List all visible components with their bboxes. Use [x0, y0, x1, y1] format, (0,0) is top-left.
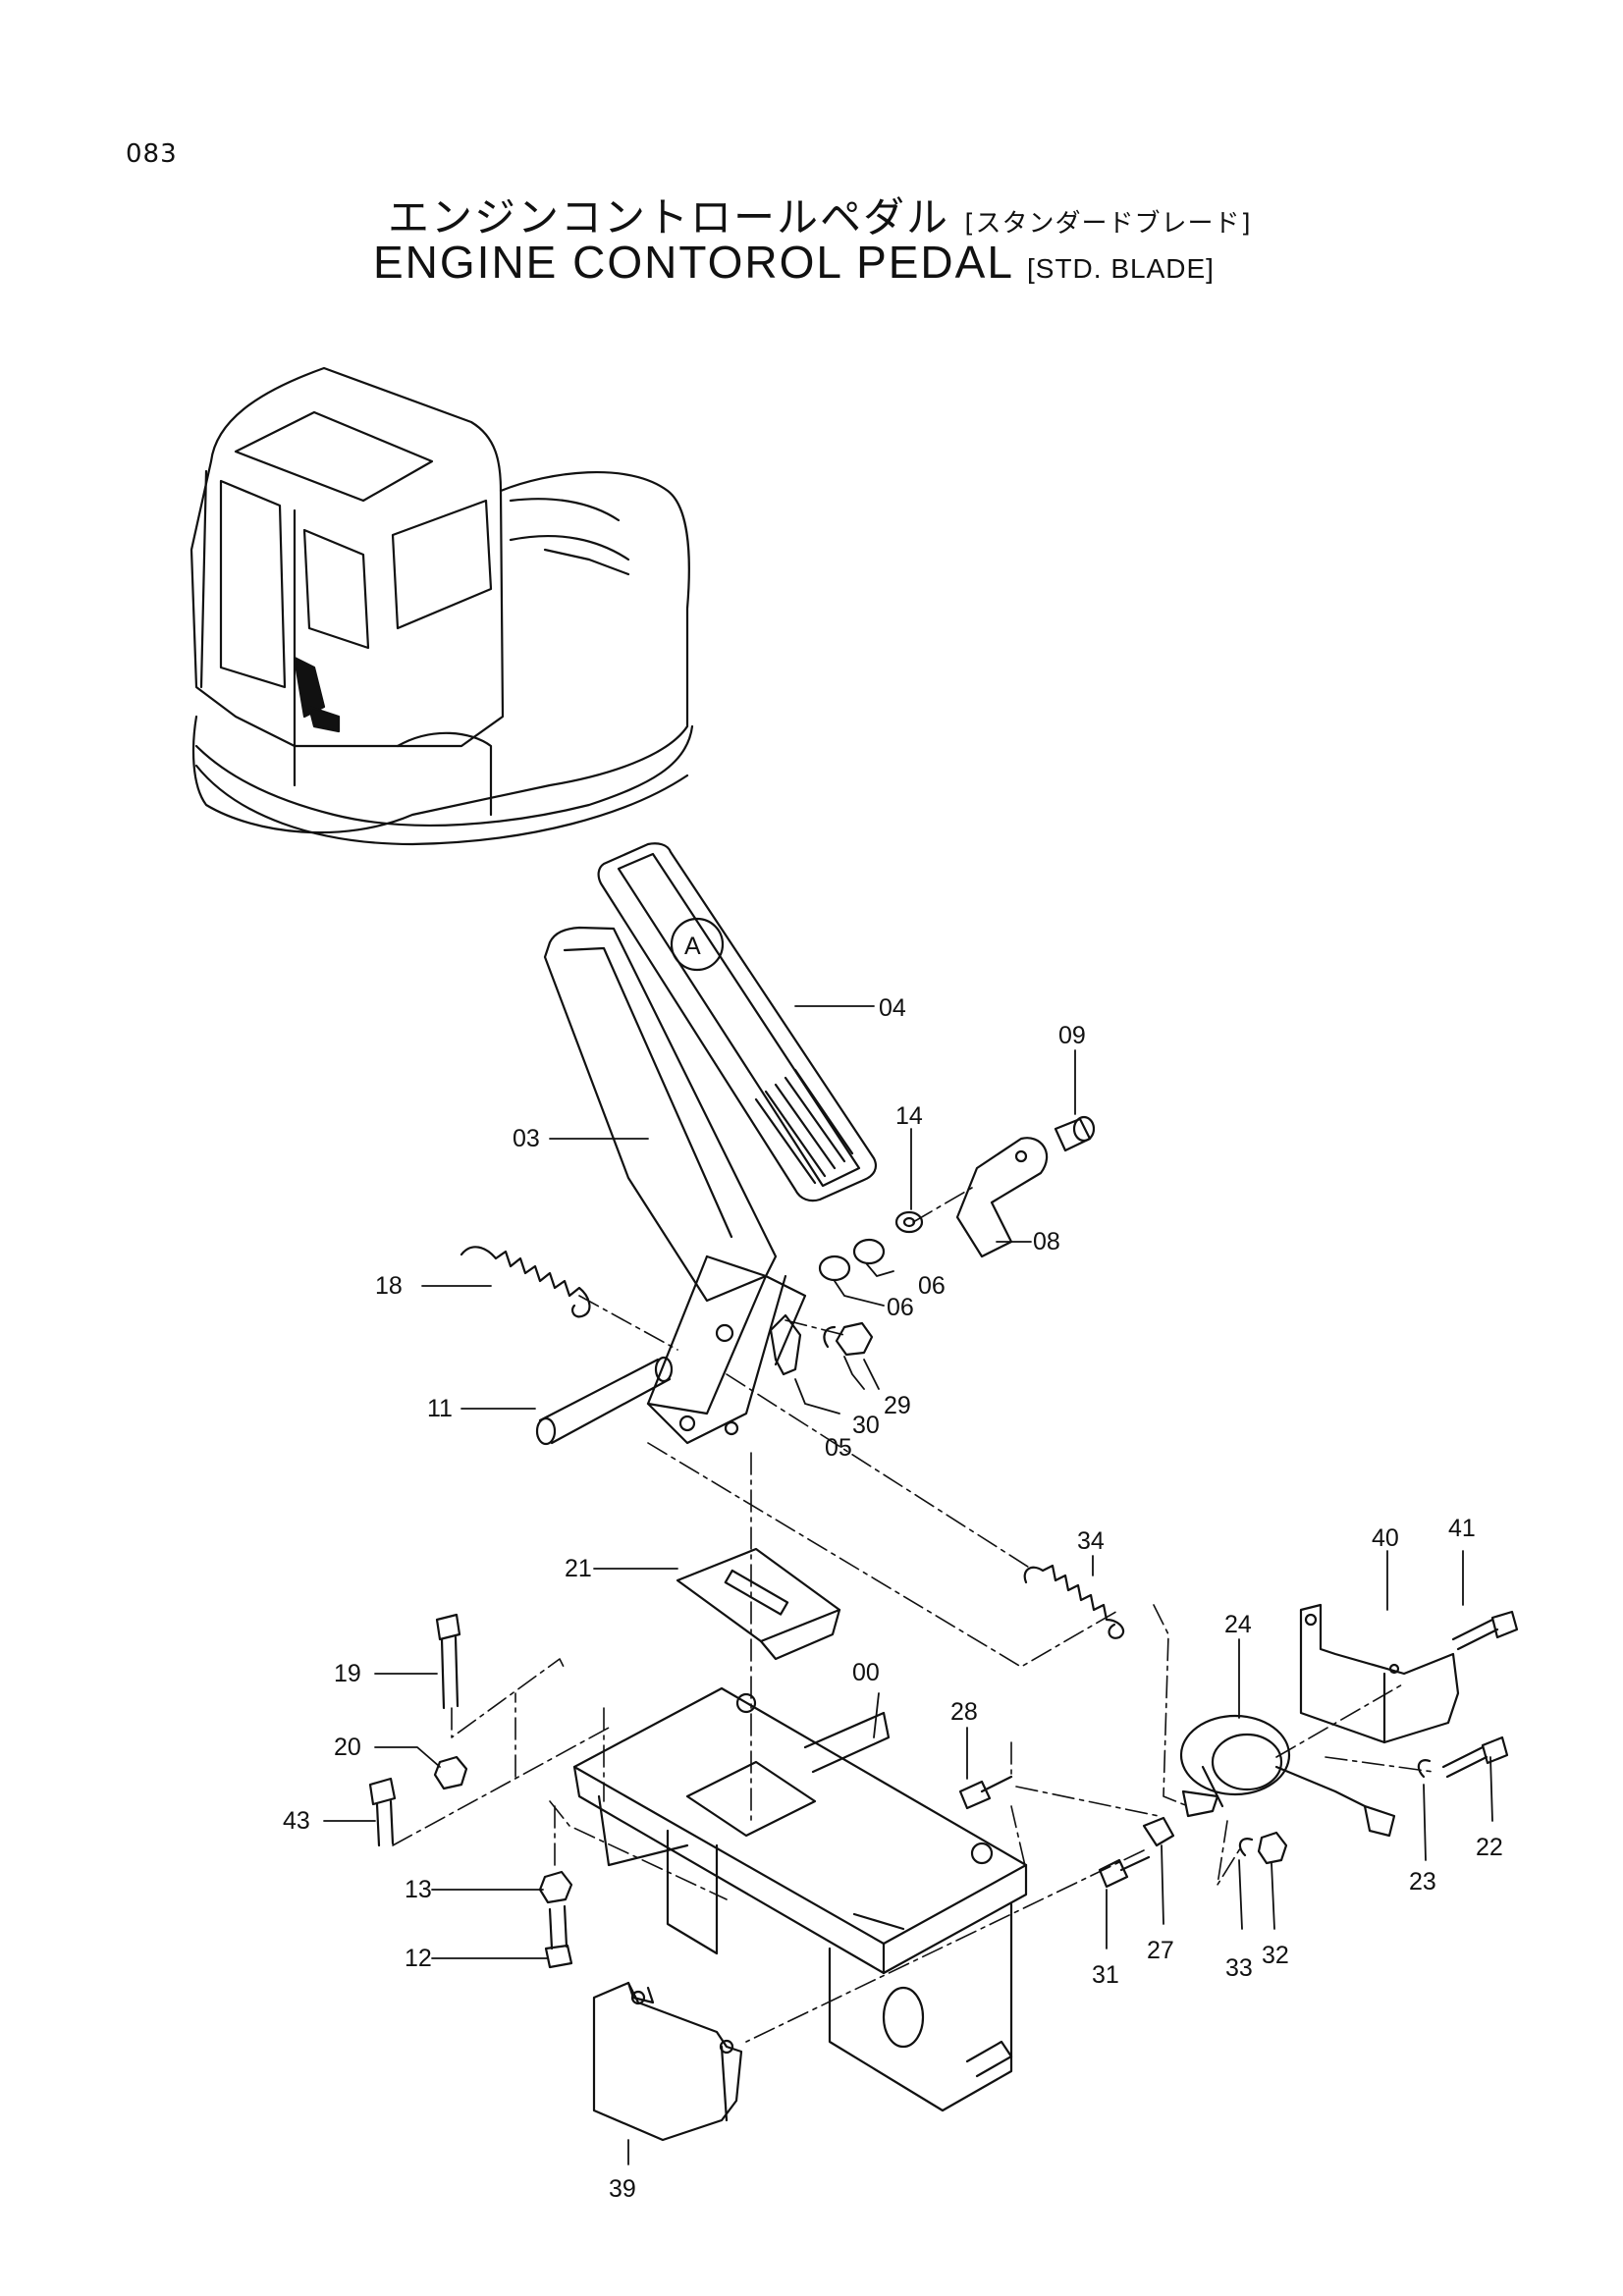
page-number: 083	[126, 139, 178, 169]
base-bracket	[572, 1686, 1028, 2112]
return-spring-18	[460, 1246, 591, 1318]
callout-32: 32	[1262, 1942, 1289, 1969]
plate-27	[1142, 1816, 1175, 1847]
washer-30	[823, 1325, 837, 1349]
title-japanese: エンジンコントロールペダル [スタンダードブレード]	[388, 185, 1252, 244]
bolt-19	[435, 1613, 461, 1710]
callout-14: 13	[405, 1876, 432, 1903]
washer-33	[1238, 1838, 1254, 1857]
callout-08: 08	[1033, 1228, 1060, 1255]
grease-fitting-05	[769, 1313, 802, 1376]
sensor-cover-40	[1299, 1603, 1460, 1744]
pivot-shaft	[535, 1356, 674, 1446]
pad-21	[676, 1547, 841, 1661]
callout-27: 27	[1147, 1937, 1174, 1964]
assembly-centerlines	[392, 1187, 1434, 2043]
bolt-22	[1441, 1735, 1509, 1779]
title-jp-sub: [スタンダードブレード]	[964, 209, 1252, 239]
callout-05: 05	[825, 1434, 852, 1462]
callout-34: 34	[1077, 1527, 1105, 1555]
bushing-set	[818, 1210, 924, 1282]
title-en-main: ENGINE CONTOROL PEDAL	[373, 237, 1013, 288]
callout-24: 24	[1224, 1611, 1252, 1638]
cover-39	[592, 1981, 743, 2142]
callout-19: 19	[334, 1660, 361, 1687]
callout-28: 28	[950, 1698, 978, 1726]
pedal-arm	[543, 926, 807, 1445]
nut-32	[1257, 1831, 1288, 1865]
callout-04: 04	[879, 994, 906, 1022]
callout-labels: 04 03 09 14 08 06 06 18 11 05 30 29 21 3…	[283, 994, 1503, 2203]
title-en-sub: [STD. BLADE]	[1027, 253, 1215, 284]
excavator-overview-illustration	[189, 366, 694, 846]
pedal-cover	[597, 842, 878, 1202]
leader-lines	[323, 1005, 1493, 2165]
callout-39: 39	[609, 2175, 636, 2203]
nut-14	[538, 1870, 573, 1904]
lever-08	[955, 1137, 1049, 1258]
callout-09: 09	[1058, 1022, 1086, 1049]
title-english: ENGINE CONTOROL PEDAL [STD. BLADE]	[373, 236, 1215, 289]
roller-09	[1054, 1115, 1096, 1152]
callout-18: 18	[375, 1272, 403, 1300]
callout-21: 21	[565, 1555, 592, 1582]
callout-06a: 06	[887, 1294, 914, 1321]
callout-00: 00	[852, 1659, 880, 1686]
title-jp-main: エンジンコントロールペダル	[388, 193, 950, 241]
callout-41: 41	[1448, 1515, 1476, 1542]
throttle-sensor-24	[1179, 1714, 1396, 1838]
callout-12: 14	[895, 1102, 923, 1130]
nut-29	[835, 1321, 874, 1357]
callout-23: 23	[1409, 1868, 1436, 1896]
callout-31: 31	[1092, 1961, 1119, 1989]
callout-20: 20	[334, 1734, 361, 1761]
nut-20	[433, 1755, 468, 1790]
callout-33: 33	[1225, 1954, 1253, 1982]
callout-40: 40	[1372, 1524, 1399, 1552]
callout-43: 43	[283, 1807, 310, 1835]
callout-06b: 06	[918, 1272, 946, 1300]
bolt-31	[1098, 1855, 1151, 1889]
callout-03: 03	[513, 1125, 540, 1152]
bolt-41	[1451, 1610, 1519, 1651]
pedal-marking: A	[684, 933, 701, 960]
bolt-13	[544, 1904, 573, 1969]
bolt-28	[958, 1775, 1013, 1810]
callout-11: 11	[427, 1395, 453, 1422]
callout-29: 29	[884, 1392, 911, 1419]
return-spring-34	[1023, 1564, 1125, 1639]
callout-30: 30	[852, 1412, 880, 1439]
bolt-43	[368, 1777, 397, 1847]
washer-23	[1417, 1759, 1432, 1779]
callout-13: 12	[405, 1945, 432, 1972]
callout-22: 22	[1476, 1834, 1503, 1861]
